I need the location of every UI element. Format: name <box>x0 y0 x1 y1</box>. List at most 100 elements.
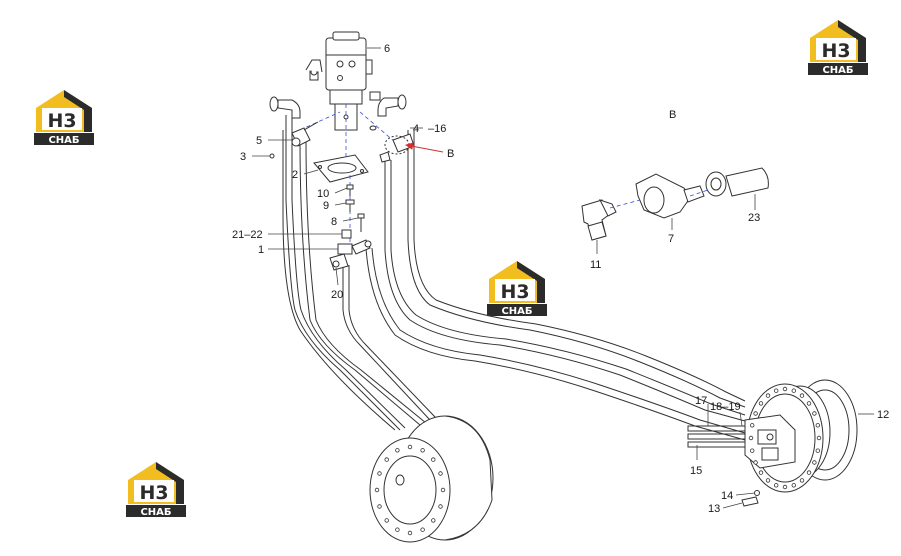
callout-20: 20 <box>331 289 343 301</box>
logo-sub-text: СНАБ <box>140 507 171 518</box>
bolt-hole <box>374 487 380 493</box>
bolt-hole <box>377 471 382 476</box>
logo-panel <box>816 38 856 60</box>
callout-10: 10 <box>317 188 329 200</box>
logo-main-text: H3 <box>47 110 76 132</box>
bolt-hole <box>750 448 755 453</box>
logo-main-text: H3 <box>139 482 168 504</box>
callout-3: 3 <box>240 151 246 163</box>
bolt-hole <box>438 504 443 509</box>
callout-23: 23 <box>748 212 760 224</box>
mounting-plate <box>313 154 369 183</box>
assembly-centerlines <box>299 104 396 250</box>
bolt-hole <box>774 388 779 393</box>
bolt-hole <box>431 457 436 462</box>
callout-21-22: 21–22 <box>232 229 263 241</box>
callout-18-19: 18–19 <box>710 401 741 413</box>
callout-15: 15 <box>690 465 702 477</box>
bolt-hole <box>753 411 758 416</box>
callout-9: 9 <box>323 200 329 212</box>
bolt-hole <box>438 471 443 476</box>
elbow-fitting-5 <box>291 121 319 147</box>
logo-house-shade <box>64 90 92 132</box>
detail-view-b <box>581 167 769 241</box>
callout-2: 2 <box>292 169 298 181</box>
logo-banner <box>126 505 186 517</box>
bolt-hole <box>384 457 389 462</box>
callout-13: 13 <box>708 503 720 515</box>
detail-view-title: B <box>669 109 676 121</box>
screw-13-14 <box>741 490 760 507</box>
bolt-hole <box>748 435 754 441</box>
logo-panel <box>42 108 82 130</box>
logo-sub-text: СНАБ <box>48 135 79 146</box>
logo-house-shade <box>156 462 184 504</box>
callout-7: 7 <box>668 233 674 245</box>
bolt-hole <box>806 470 812 475</box>
logo-main-text: H3 <box>500 281 529 303</box>
callout-14: 14 <box>721 490 733 502</box>
bolt-hole <box>395 448 400 453</box>
logo-main-text: H3 <box>821 40 850 62</box>
bolt-hole <box>765 478 771 483</box>
bolt-hole <box>765 393 771 398</box>
logo-house-shade <box>517 261 545 303</box>
callout-5: 5 <box>256 135 262 147</box>
bolt-hole <box>816 435 822 441</box>
logo-panel <box>134 480 174 502</box>
bolt-hole <box>812 411 817 416</box>
screw-3 <box>269 153 275 159</box>
bolt-hole <box>815 448 820 453</box>
bolt-hole <box>750 423 755 428</box>
callout-8: 8 <box>331 216 337 228</box>
leader-b-arrow <box>404 142 444 153</box>
bolt-hole <box>791 483 796 488</box>
bolt-hole <box>377 504 382 509</box>
bolt-hole <box>812 460 817 465</box>
bolt-hole <box>407 444 413 450</box>
right-wheel-motor <box>744 379 858 493</box>
pipe-connections <box>687 425 746 448</box>
logo-sub-text: СНАБ <box>822 65 853 76</box>
tee-fittings <box>329 229 372 271</box>
logo-banner <box>34 133 94 145</box>
bolt-hole <box>791 388 796 393</box>
callout-16: –16 <box>428 123 446 135</box>
bolt-hole <box>420 527 425 532</box>
banjo-fittings <box>269 59 407 119</box>
callout-6: 6 <box>384 43 390 55</box>
bolt-hole <box>782 386 788 392</box>
logo-panel <box>495 279 535 301</box>
callout-12: 12 <box>877 409 889 421</box>
hydraulic-hoses <box>282 115 746 441</box>
bolt-hole <box>420 448 425 453</box>
callout-11: 11 <box>590 259 601 271</box>
leader-lines <box>252 47 874 509</box>
bolt-hole <box>431 518 436 523</box>
detail-centerline <box>609 189 709 209</box>
bolt-hole <box>799 478 805 483</box>
bolt-hole <box>806 401 812 406</box>
steering-valve <box>309 31 381 131</box>
bolts <box>345 184 365 232</box>
logo-sub-text: СНАБ <box>501 306 532 317</box>
logo-banner <box>487 304 547 316</box>
bolt-hole <box>407 530 413 536</box>
bolt-hole <box>753 460 758 465</box>
callout-labels: 6 5 3 2 10 9 8 21–22 1 20 4 –16 B B 23 7… <box>232 43 889 515</box>
callout-17: 17 <box>695 395 707 407</box>
bolt-hole <box>815 423 820 428</box>
bolt-hole <box>395 527 400 532</box>
logo-banner <box>808 63 868 75</box>
callout-b: B <box>447 148 454 160</box>
fitting-4 <box>369 125 415 163</box>
bolt-hole <box>440 487 446 493</box>
right-motor-bolt-circle <box>748 386 822 490</box>
bolt-hole <box>758 401 764 406</box>
bolt-hole <box>758 470 764 475</box>
